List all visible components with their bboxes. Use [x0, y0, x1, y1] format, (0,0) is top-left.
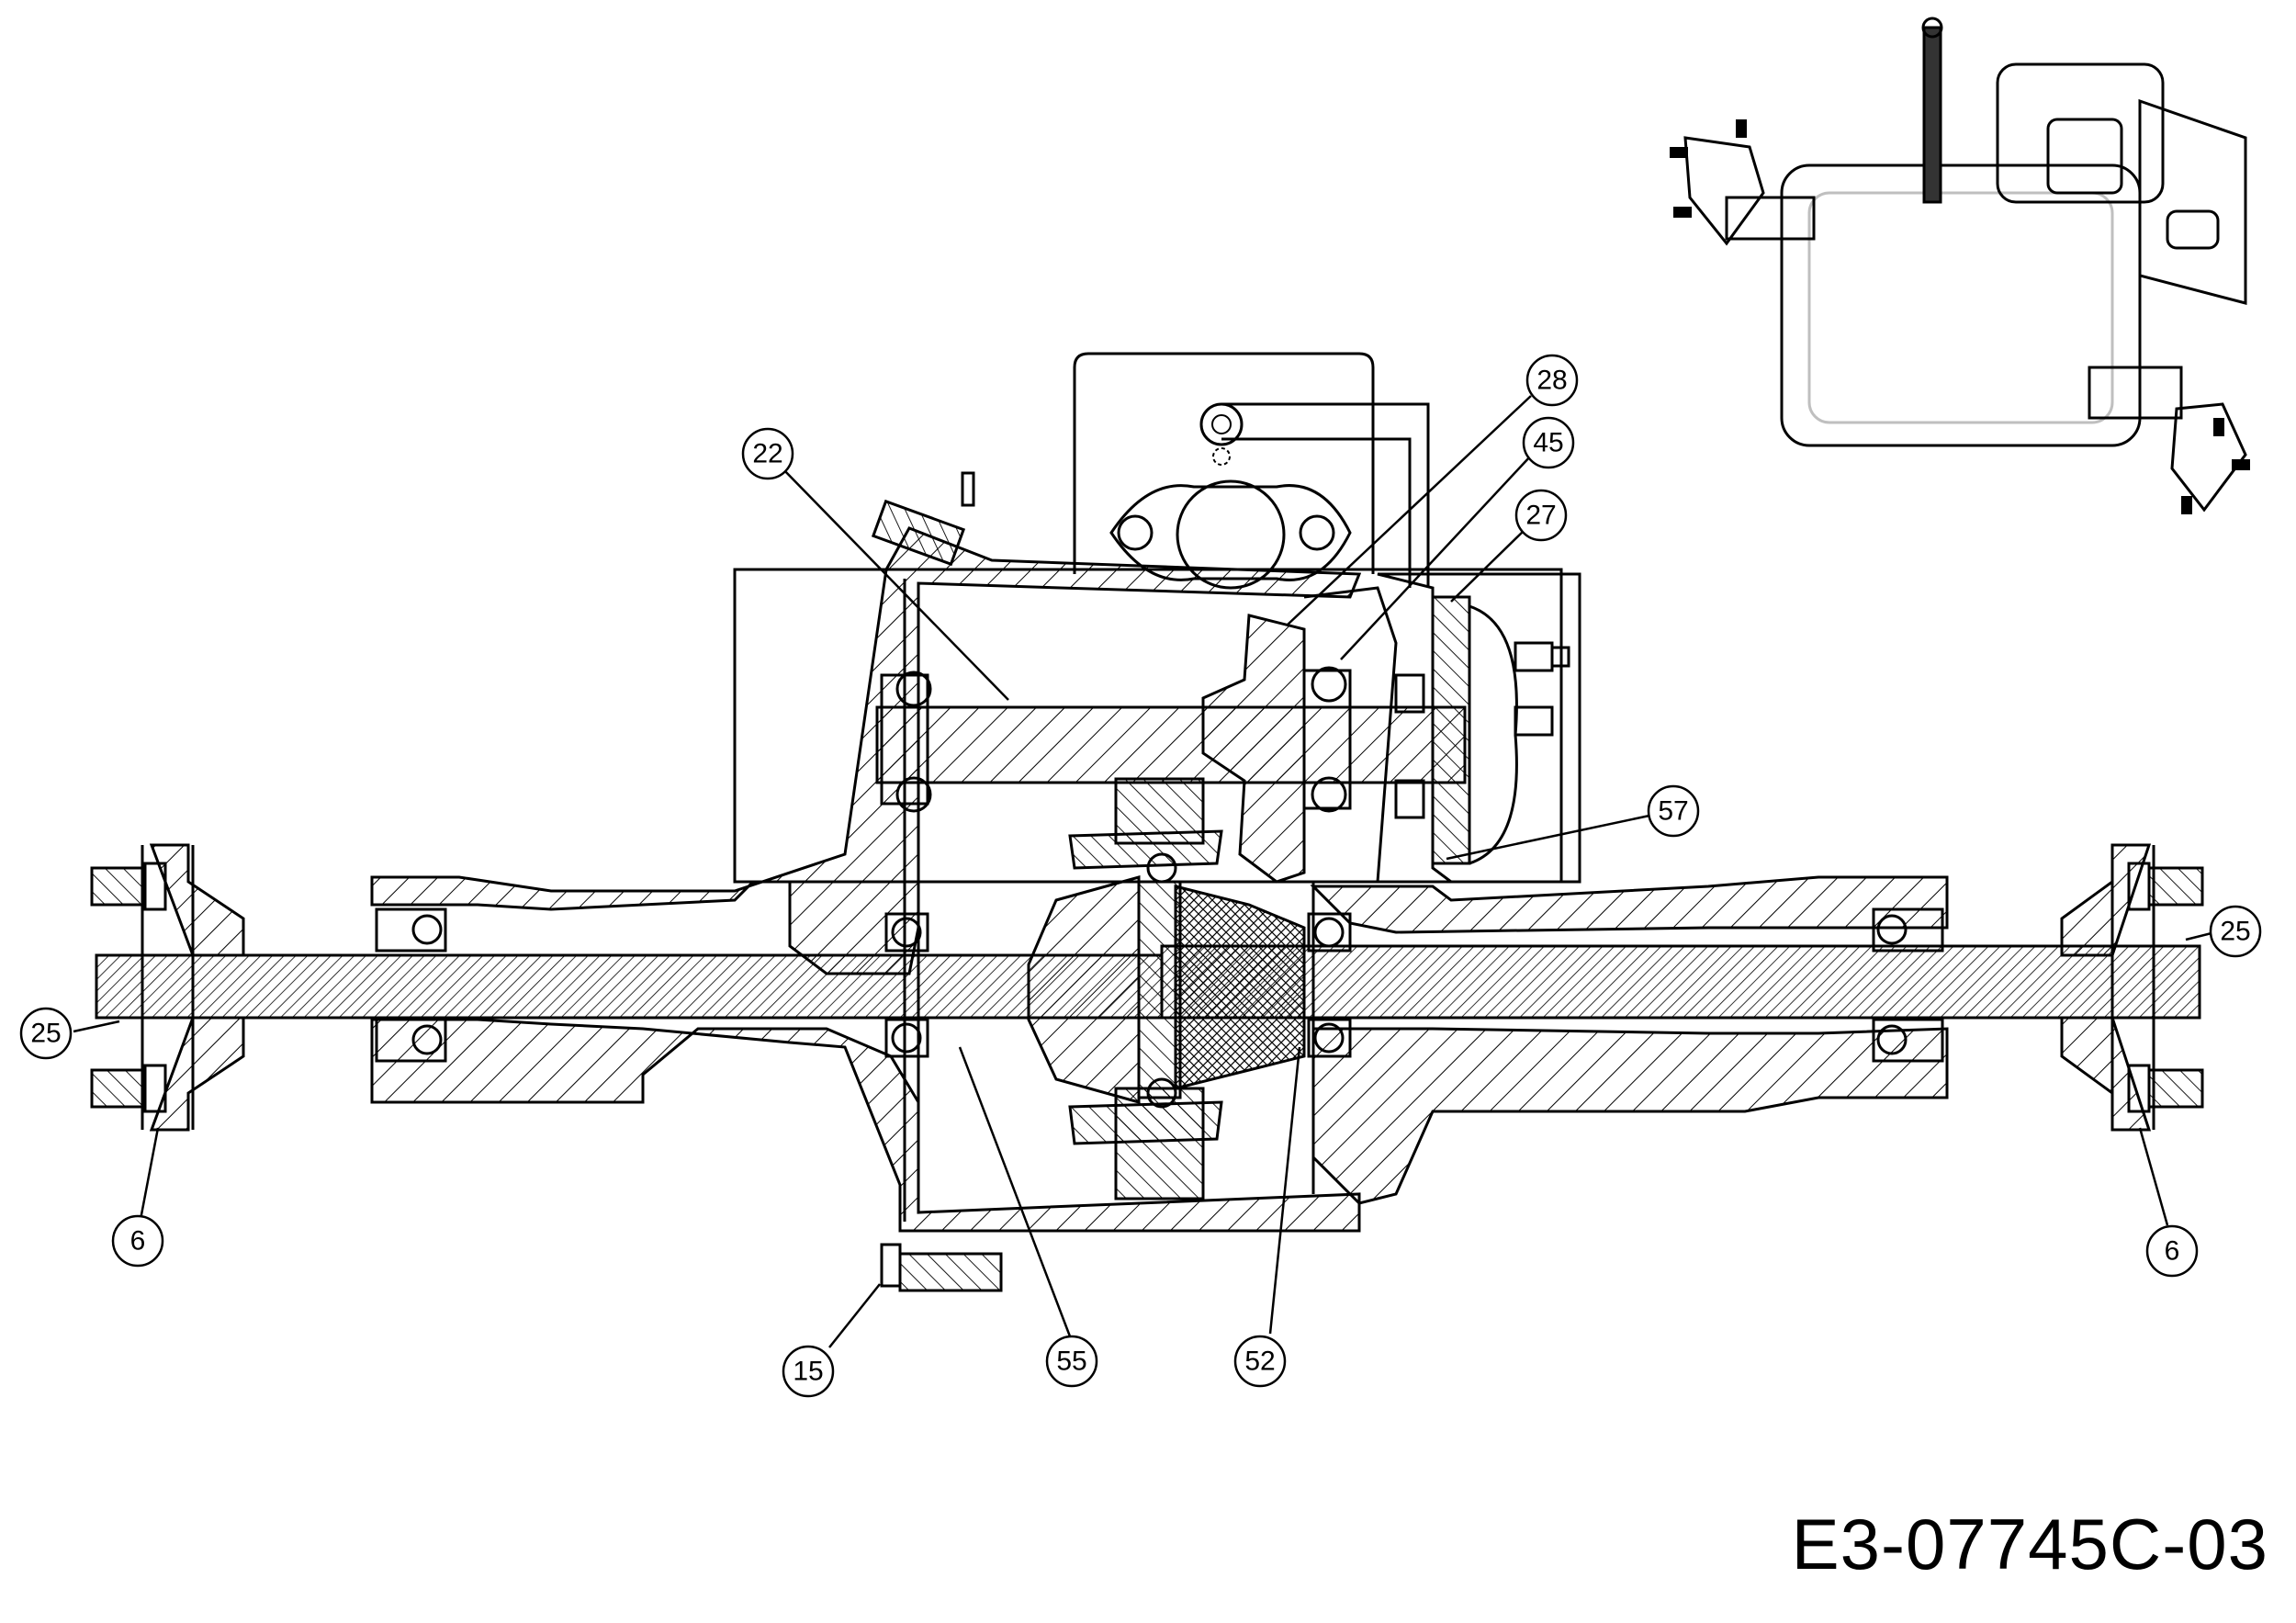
- svg-text:52: 52: [1244, 1347, 1275, 1377]
- svg-text:6: 6: [2165, 1236, 2180, 1267]
- svg-text:25: 25: [30, 1019, 61, 1049]
- callout-6-right[interactable]: 6: [2145, 1224, 2199, 1278]
- svg-text:45: 45: [1533, 428, 1563, 458]
- svg-text:27: 27: [1525, 501, 1556, 531]
- part-callouts: 22 28 45 27 57 25 25 6: [19, 354, 2262, 1398]
- callout-25-right[interactable]: 25: [2209, 905, 2262, 958]
- left-wheel-hub: [90, 843, 245, 1132]
- svg-text:22: 22: [752, 439, 782, 469]
- callout-55[interactable]: 55: [1045, 1335, 1098, 1388]
- leader-lines: [73, 395, 2212, 1348]
- svg-text:28: 28: [1536, 366, 1567, 396]
- isometric-view-inset: [1670, 17, 2250, 514]
- callout-27[interactable]: 27: [1514, 489, 1568, 542]
- brake-cover: [1377, 572, 1581, 884]
- svg-text:25: 25: [2220, 917, 2250, 947]
- svg-text:15: 15: [793, 1357, 823, 1387]
- callout-6-left[interactable]: 6: [111, 1214, 164, 1268]
- drawing-number: E3-07745C-03: [1791, 1504, 2268, 1584]
- svg-text:57: 57: [1658, 796, 1688, 827]
- svg-text:55: 55: [1056, 1347, 1086, 1377]
- input-shaft: [875, 614, 1467, 884]
- housing-bolt-top: [871, 471, 975, 567]
- housing-bolt-bottom: [880, 1243, 1003, 1292]
- callout-22[interactable]: 22: [741, 427, 794, 480]
- callout-57[interactable]: 57: [1647, 784, 1700, 838]
- right-wheel-hub: [2060, 843, 2204, 1132]
- callout-15[interactable]: 15: [782, 1345, 835, 1398]
- callout-52[interactable]: 52: [1233, 1335, 1287, 1388]
- svg-text:6: 6: [130, 1226, 146, 1257]
- callout-28[interactable]: 28: [1525, 354, 1579, 407]
- axle-shaft: [95, 907, 2201, 1063]
- callout-45[interactable]: 45: [1522, 416, 1575, 469]
- callout-25-left[interactable]: 25: [19, 1007, 73, 1060]
